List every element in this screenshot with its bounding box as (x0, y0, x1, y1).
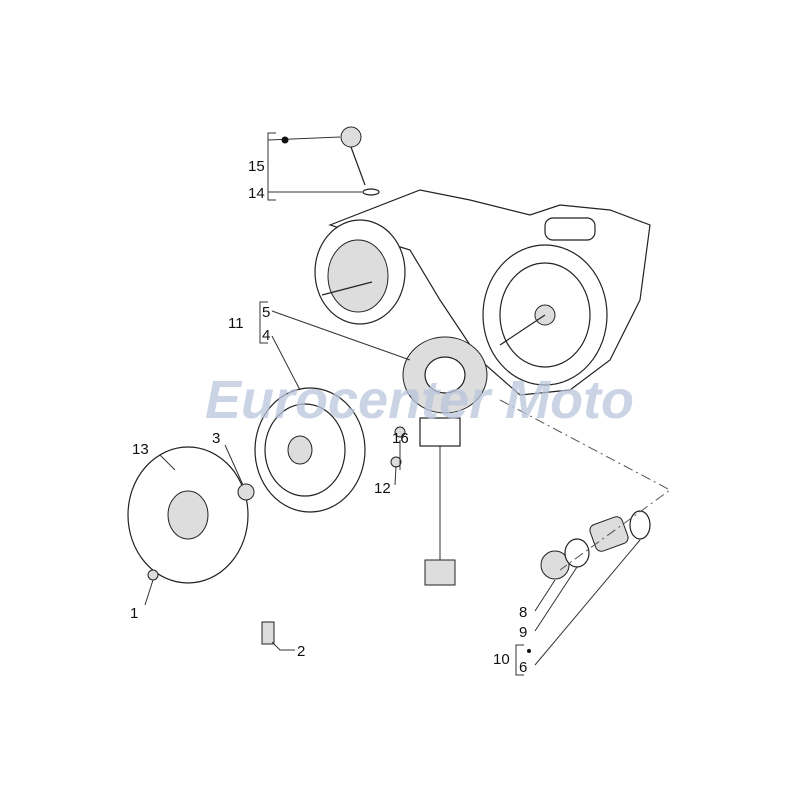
label-3: 3 (212, 430, 220, 447)
leader-lines (144, 132, 641, 676)
key (261, 621, 275, 645)
label-11: 11 (228, 315, 244, 332)
drain-plug (540, 550, 570, 580)
label-6: 6 (519, 659, 527, 676)
label-5: 5 (262, 304, 270, 321)
o-ring (362, 188, 380, 196)
label-1: 1 (130, 605, 138, 622)
oil-dipstick (340, 126, 362, 148)
label-2: 2 (297, 643, 305, 660)
label-8: 8 (519, 604, 527, 621)
screw (394, 426, 406, 438)
nut (237, 483, 255, 501)
label-14: 14 (248, 185, 265, 202)
cooling-fan (127, 446, 249, 584)
label-15: 15 (248, 158, 265, 175)
label-4: 4 (262, 327, 270, 344)
flywheel (254, 387, 366, 513)
gasket (564, 538, 590, 568)
label-16: 16 (392, 430, 409, 447)
label-9: 9 (519, 624, 527, 641)
watermark-logo: Eurocenter Moto (205, 370, 634, 430)
label-10: 10 (493, 651, 510, 668)
label-13: 13 (132, 441, 149, 458)
engine-crankcase (314, 189, 651, 396)
stator (402, 336, 488, 586)
kit-bullet (281, 136, 289, 144)
label-12: 12 (374, 480, 391, 497)
o-ring (629, 510, 651, 540)
screw (147, 569, 159, 581)
kit-bullet (527, 649, 531, 653)
